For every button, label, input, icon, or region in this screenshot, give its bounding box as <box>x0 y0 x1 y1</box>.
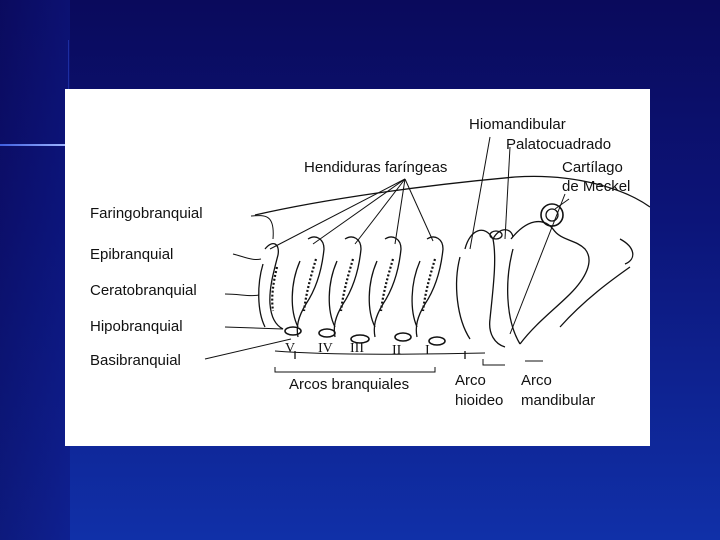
numeral-arch-v: V <box>285 341 296 356</box>
diagram-panel: Hiomandibular Palatocuadrado Hendiduras … <box>65 89 650 446</box>
label-arco-hioideo-1: Arco <box>455 372 486 389</box>
gill-arch-3 <box>333 236 362 338</box>
label-de-meckel: de Meckel <box>562 178 631 195</box>
label-arcos-branquiales: Arcos branquiales <box>289 376 410 393</box>
slide-accent-vline <box>68 40 69 130</box>
slide-left-band <box>0 0 70 540</box>
numeral-arch-iii: III <box>350 341 364 356</box>
jaw-outline <box>559 266 631 328</box>
label-faringobranquial: Faringobranquial <box>90 205 203 222</box>
branchial-arch-diagram <box>204 136 650 373</box>
numeral-arch-i: I <box>425 343 430 358</box>
gill-arch-2 <box>373 236 402 338</box>
label-arco-mandibular-2: mandibular <box>521 392 596 409</box>
slide-accent-line <box>0 144 66 146</box>
numeral-arch-ii: II <box>392 343 402 358</box>
numeral-arch-iv: IV <box>318 341 333 356</box>
label-hipobranquial: Hipobranquial <box>90 318 183 335</box>
mandibular-arch <box>510 220 590 345</box>
label-cartilago: Cartílago <box>562 159 623 176</box>
gill-arch-5 <box>264 242 284 330</box>
palatoquadrate <box>492 229 514 240</box>
gill-arch-1 <box>415 236 444 338</box>
label-hiomandibular: Hiomandibular <box>469 116 566 133</box>
label-hendiduras-faringeas: Hendiduras faríngeas <box>304 159 448 176</box>
snout-outline <box>619 238 634 265</box>
hyoid-arch <box>464 229 506 348</box>
label-arco-mandibular-1: Arco <box>521 372 552 389</box>
basibranchial-bar <box>274 350 486 355</box>
label-palatocuadrado: Palatocuadrado <box>506 136 612 153</box>
label-ceratobranquial: Ceratobranquial <box>90 282 197 299</box>
label-arco-hioideo-2: hioideo <box>455 392 504 409</box>
label-basibranquial: Basibranquial <box>90 352 181 369</box>
label-epibranquial: Epibranquial <box>90 246 174 263</box>
head-outline <box>254 175 650 216</box>
gill-arch-4 <box>296 236 325 338</box>
